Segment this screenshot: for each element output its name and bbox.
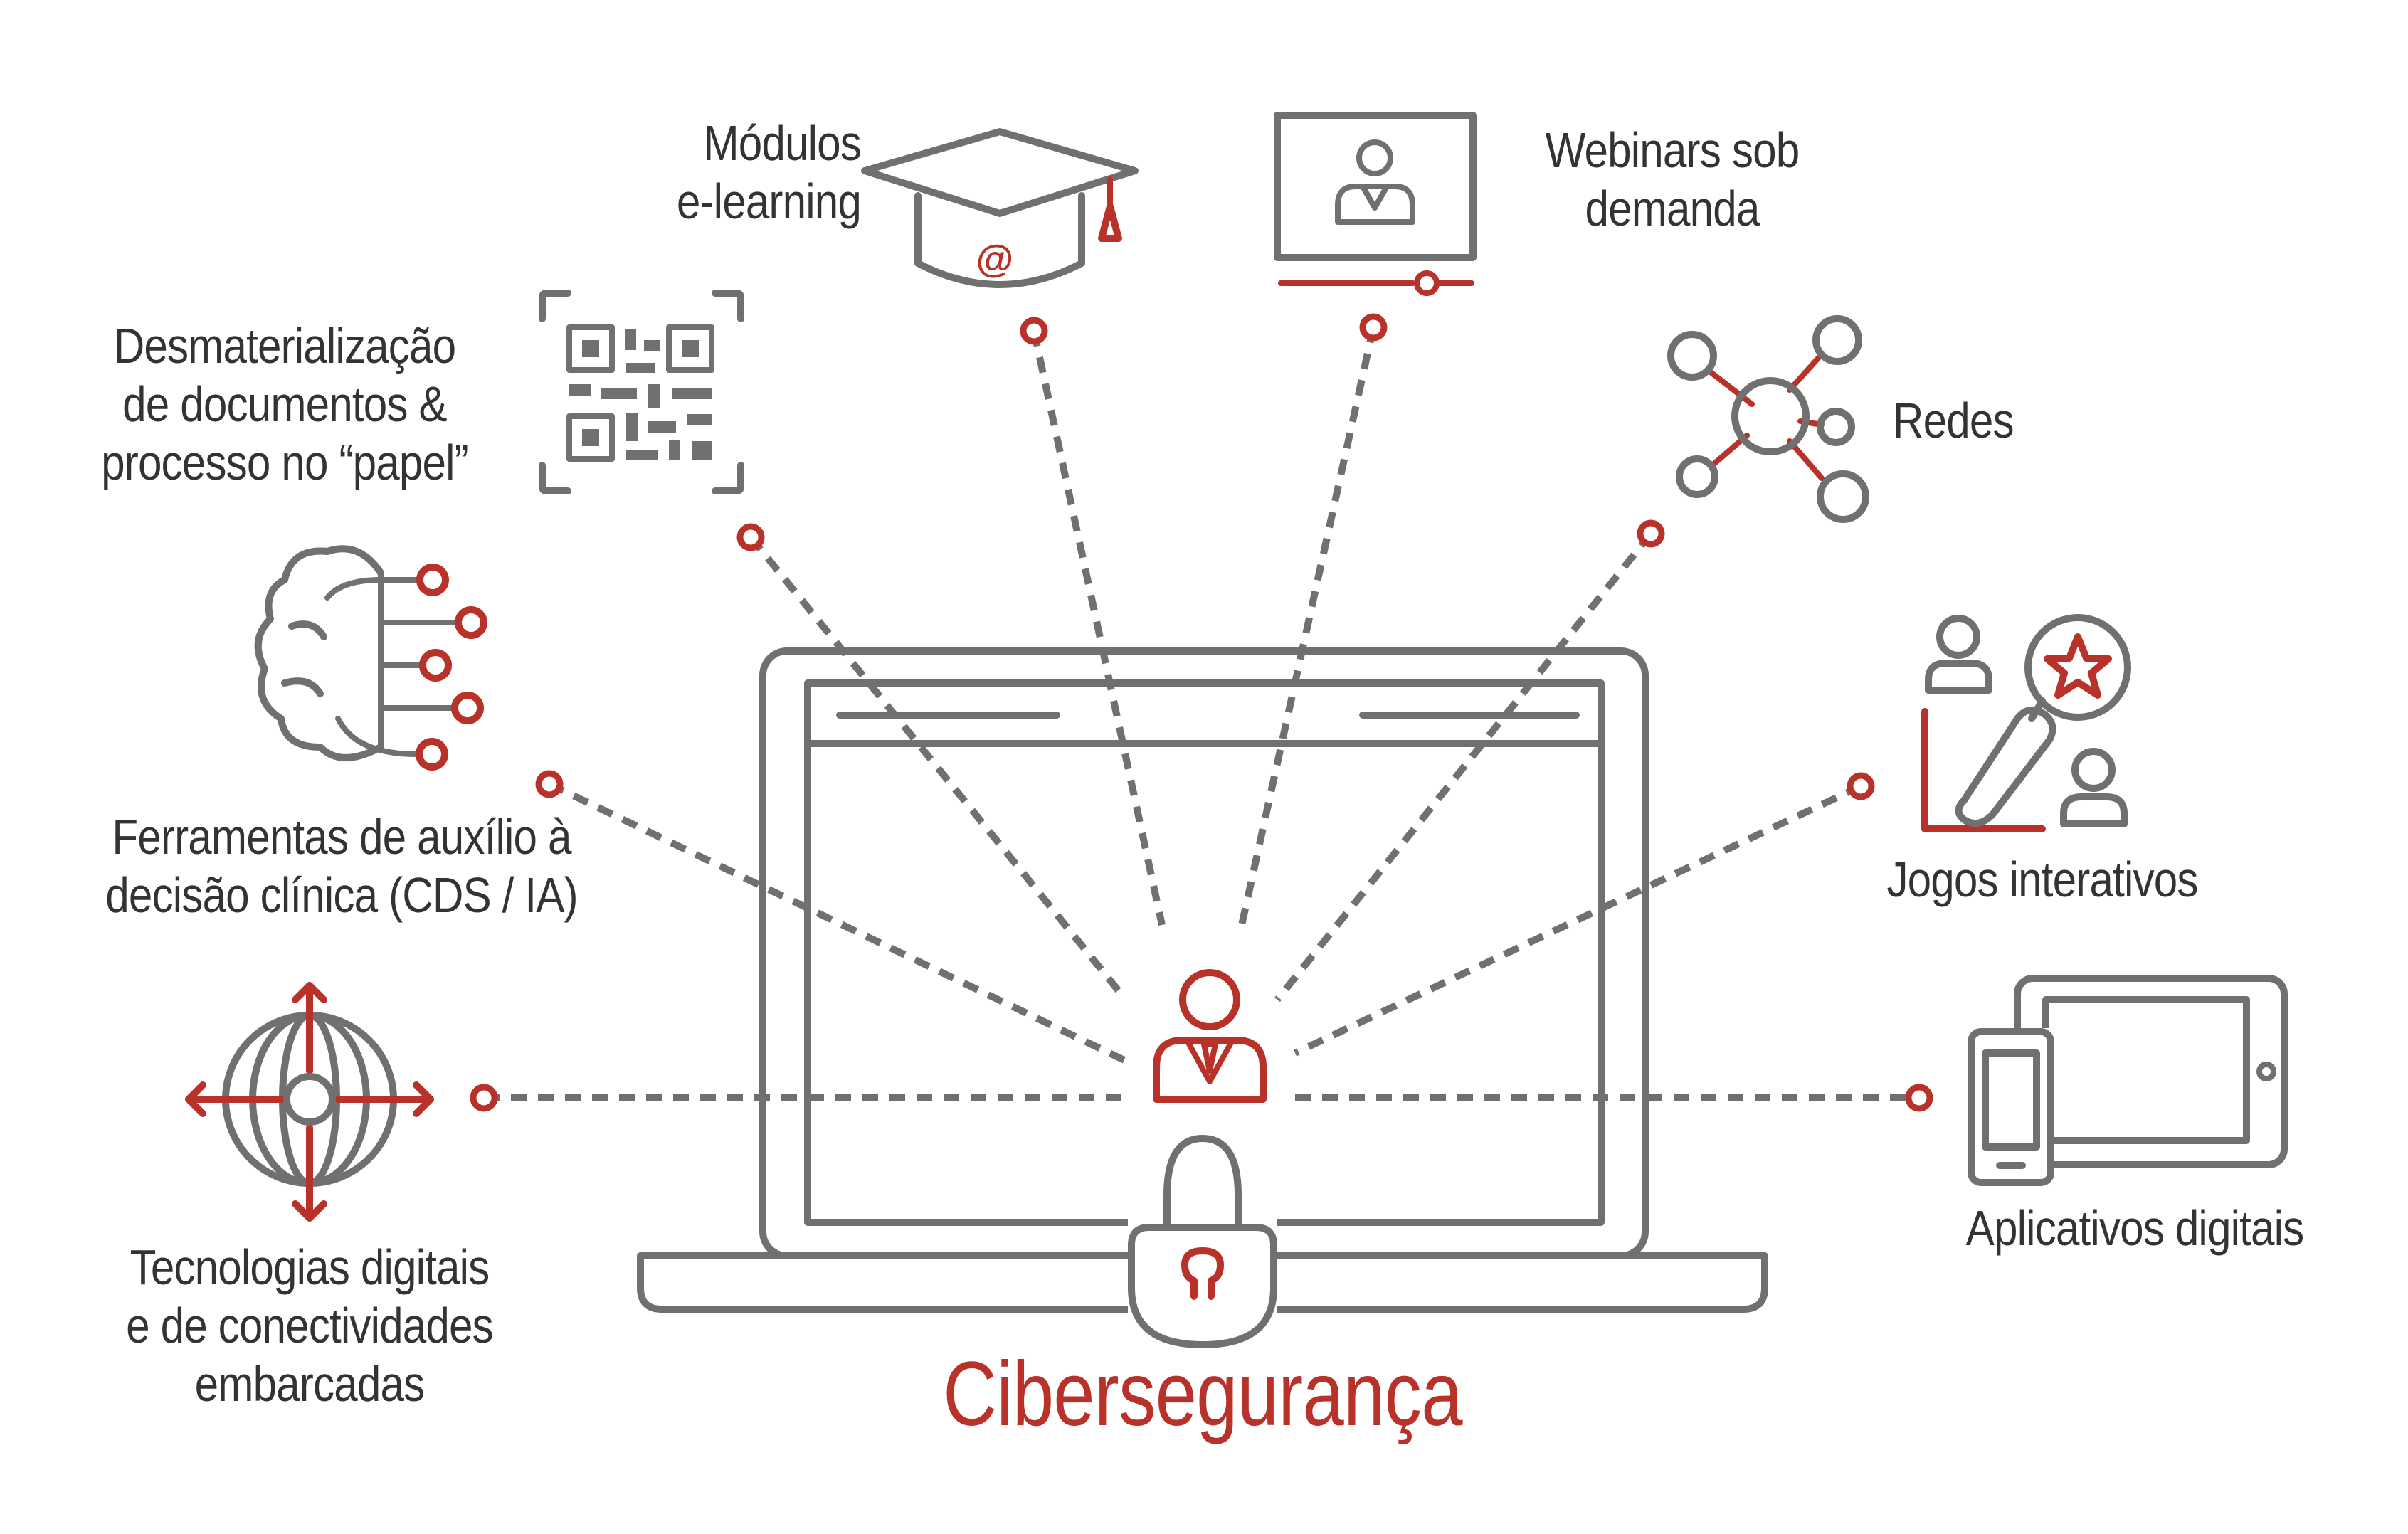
label-games: Jogos interativos (1886, 852, 2198, 907)
connector-cds (547, 781, 1126, 1064)
label-dematerialization: Desmaterialização de documentos & proces… (101, 318, 469, 490)
interactive-games-icon (1921, 614, 2131, 832)
connector-e-learning (1030, 329, 1166, 926)
diagram-title: Cibersegurança (943, 1343, 1462, 1445)
padlock-icon (1128, 1135, 1277, 1380)
label-apps: Aplicativos digitais (1965, 1200, 2305, 1256)
label-webinars: Webinars sob demanda (1545, 122, 1800, 236)
connector-networks (1274, 531, 1654, 1003)
label-e-learning: Módulos e-learning (676, 115, 862, 229)
connector-games (1293, 783, 1863, 1057)
brain-circuit-icon (254, 545, 487, 771)
label-embedded: Tecnologias digitais e de conectividades… (126, 1239, 494, 1412)
qr-code-icon (539, 290, 744, 494)
user-icon (1153, 969, 1267, 1103)
webinar-screen-icon (1274, 112, 1477, 296)
globe-arrows-icon (185, 982, 434, 1222)
network-icon (1667, 315, 1869, 523)
connector-webinars (1238, 326, 1377, 926)
connector-dots (470, 313, 1933, 1112)
connector-dematerialization (748, 534, 1126, 999)
graduation-cap-icon: @ (861, 128, 1139, 288)
connectors (484, 326, 1919, 1101)
tablet-phone-icon (1968, 975, 2288, 1186)
label-networks: Redes (1893, 393, 2014, 448)
svg-text:@: @ (976, 238, 1014, 280)
label-cds: Ferramentas de auxílio à decisão clínica… (105, 809, 578, 923)
